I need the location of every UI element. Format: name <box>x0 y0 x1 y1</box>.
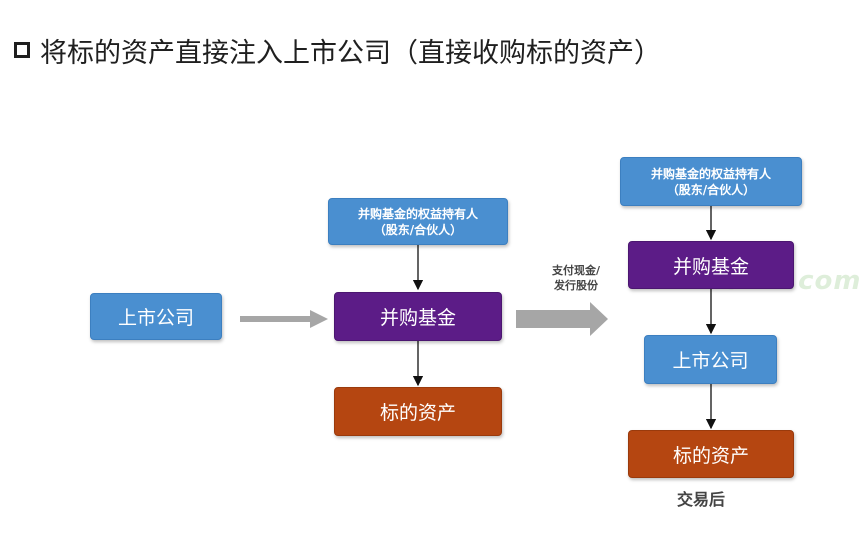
equity-holders-line1: 并购基金的权益持有人 <box>357 206 478 221</box>
after-merger-fund-box: 并购基金 <box>628 241 794 289</box>
after-caption: 交易后 <box>677 490 726 509</box>
after-equity-holders-box: 并购基金的权益持有人 （股东/合伙人） <box>620 157 802 206</box>
target-asset-box: 标的资产 <box>334 387 502 436</box>
after-target-asset-box: 标的资产 <box>628 430 794 478</box>
transition-label-line1: 支付现金/ <box>551 264 601 277</box>
after-equity-holders-line2: （股东/合伙人） <box>666 182 756 197</box>
page-title-text: 将标的资产直接注入上市公司（直接收购标的资产） <box>40 37 661 69</box>
page-title: 将标的资产直接注入上市公司（直接收购标的资产） <box>14 30 661 70</box>
gray-arrow-transition <box>516 302 608 336</box>
after-equity-holders-line1: 并购基金的权益持有人 <box>650 166 771 181</box>
merger-fund-box: 并购基金 <box>334 292 502 341</box>
after-listed-company-box: 上市公司 <box>644 335 777 384</box>
transition-label-line2: 发行股份 <box>554 279 598 292</box>
equity-holders-line2: （股东/合伙人） <box>373 222 463 237</box>
transition-label: 支付现金/ 发行股份 <box>540 263 612 293</box>
checkbox-square-icon <box>14 42 30 58</box>
equity-holders-box: 并购基金的权益持有人 （股东/合伙人） <box>328 198 508 245</box>
listed-company-box: 上市公司 <box>90 293 222 340</box>
gray-arrow-left <box>240 310 328 328</box>
